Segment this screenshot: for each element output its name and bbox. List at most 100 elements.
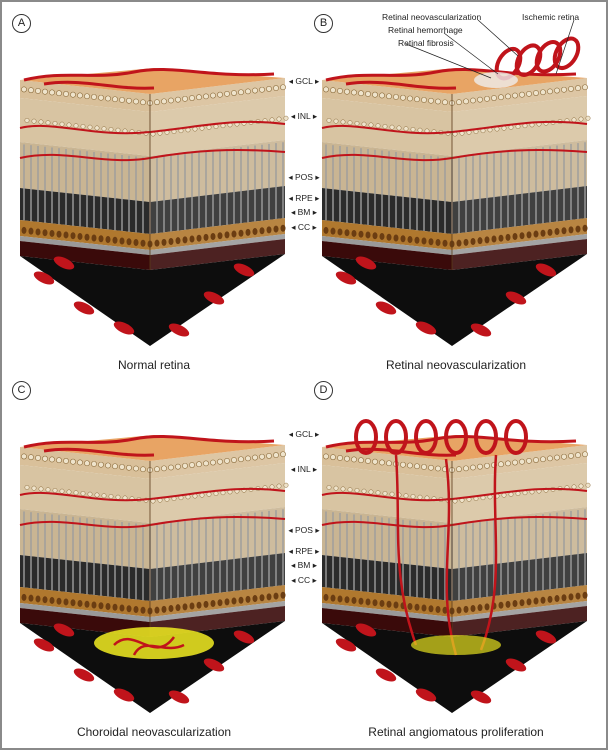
ganglion-cell (582, 451, 588, 458)
ganglion-cell (351, 456, 357, 463)
layer-label-bm: ◂ BM ▸ (290, 207, 318, 217)
ganglion-cell (428, 97, 434, 104)
choroidal-vessel (53, 623, 75, 637)
ganglion-cell (365, 458, 371, 464)
ganglion-cell (484, 462, 490, 469)
ganglion-cell (119, 97, 125, 103)
layer-right-face (150, 601, 285, 622)
choroid-layer (20, 621, 285, 713)
rpe-cell (266, 593, 272, 601)
ganglion-cell (196, 461, 202, 468)
retina-block-illustration (19, 67, 289, 346)
choroidal-vessel (535, 630, 557, 644)
inner-nuclear-cell (101, 493, 107, 499)
inner-nuclear-cell (87, 491, 93, 497)
rpe-cell (56, 597, 62, 605)
rpe-cell (140, 606, 146, 614)
rpe-cell (112, 236, 118, 244)
panel-letter: A (12, 14, 31, 33)
rpe-cell (372, 232, 378, 240)
ganglion-cell (245, 88, 251, 95)
inner-nuclear-cell (403, 493, 409, 499)
rpe-cell (42, 596, 48, 604)
rpe-cell (428, 605, 434, 613)
ganglion-cell (280, 84, 286, 91)
layer-right-face (150, 239, 285, 270)
ganglion-cell (28, 87, 34, 94)
rpe-cell (456, 606, 462, 614)
rpe-cell (463, 605, 469, 613)
ganglion-cell (63, 91, 69, 97)
ganglion-cell (533, 90, 539, 96)
ganglion-cell (252, 454, 258, 461)
rpe-cell (554, 595, 560, 603)
ganglion-cell (112, 96, 118, 103)
ganglion-cell (245, 455, 251, 462)
retina-block-illustration (321, 419, 591, 713)
rpe-cell (133, 238, 139, 246)
inner-nuclear-cell (410, 494, 416, 499)
layer-label-pos: ◂ POS ▸ (288, 172, 320, 182)
rpe-cell (393, 234, 399, 242)
rpe-cell (323, 226, 329, 234)
ganglion-cell (84, 460, 90, 467)
inner-nuclear-cell (101, 126, 107, 132)
ganglion-cell (519, 458, 525, 465)
rpe-cell (498, 601, 504, 609)
ganglion-cell (56, 457, 62, 464)
rpe-cell (421, 237, 427, 245)
ganglion-cell (505, 460, 511, 467)
rpe-cell (238, 229, 244, 237)
ganglion-cell (161, 465, 167, 472)
rpe-cell (63, 598, 69, 606)
rpe-cell (442, 239, 448, 247)
inner-nuclear-cell (24, 117, 30, 123)
ganglion-cell (133, 98, 139, 105)
ganglion-cell (91, 94, 97, 100)
layer-label-rpe: ◂ RPE ▸ (288, 193, 320, 203)
fibrosis-patch (474, 72, 518, 88)
ganglion-cell (189, 95, 195, 101)
ganglion-cell (358, 90, 364, 97)
inner-nuclear-cell (283, 115, 289, 121)
choroidal-vessel (203, 291, 225, 305)
rpe-cell (273, 225, 279, 233)
rpe-cell (42, 229, 48, 237)
ganglion-cell (393, 94, 399, 100)
rpe-cell (582, 224, 588, 232)
ganglion-cell (266, 85, 272, 92)
inner-nuclear-cell (389, 124, 395, 130)
inner-nuclear-cell (45, 487, 51, 493)
choroidal-vessel (355, 623, 377, 637)
choroidal-vessel (233, 263, 255, 277)
inner-nuclear-cell (382, 491, 388, 496)
inner-nuclear-cell (368, 489, 374, 495)
ganglion-cell (105, 95, 111, 102)
inner-nuclear-cell (585, 115, 591, 121)
ganglion-cell (168, 464, 174, 471)
inner-nuclear-cell (361, 121, 367, 127)
rpe-cell (463, 238, 469, 246)
ganglion-cell (231, 457, 237, 463)
rpe-cell (442, 606, 448, 614)
inner-nuclear-cell (31, 485, 37, 491)
layer-label-bm: ◂ BM ▸ (290, 560, 318, 570)
ganglion-cell (231, 90, 237, 96)
ganglion-cell (126, 97, 132, 104)
rpe-cell (407, 602, 413, 610)
inner-nuclear-cell (326, 484, 332, 490)
layer-right-face (150, 140, 285, 202)
rpe-cell (351, 229, 357, 237)
ganglion-cell (505, 93, 511, 100)
layer-right-face (452, 140, 587, 202)
rpe-cell (84, 233, 90, 241)
panel-caption: Retinal neovascularization (385, 358, 527, 372)
choroidal-vessel (73, 301, 95, 315)
ganglion-cell (477, 96, 483, 103)
inner-nuclear-cell (375, 490, 381, 496)
inner-nuclear-cell (108, 127, 114, 132)
inner-nuclear-cell (354, 120, 360, 126)
layer-right-face (452, 234, 587, 255)
rpe-cell (568, 593, 574, 601)
